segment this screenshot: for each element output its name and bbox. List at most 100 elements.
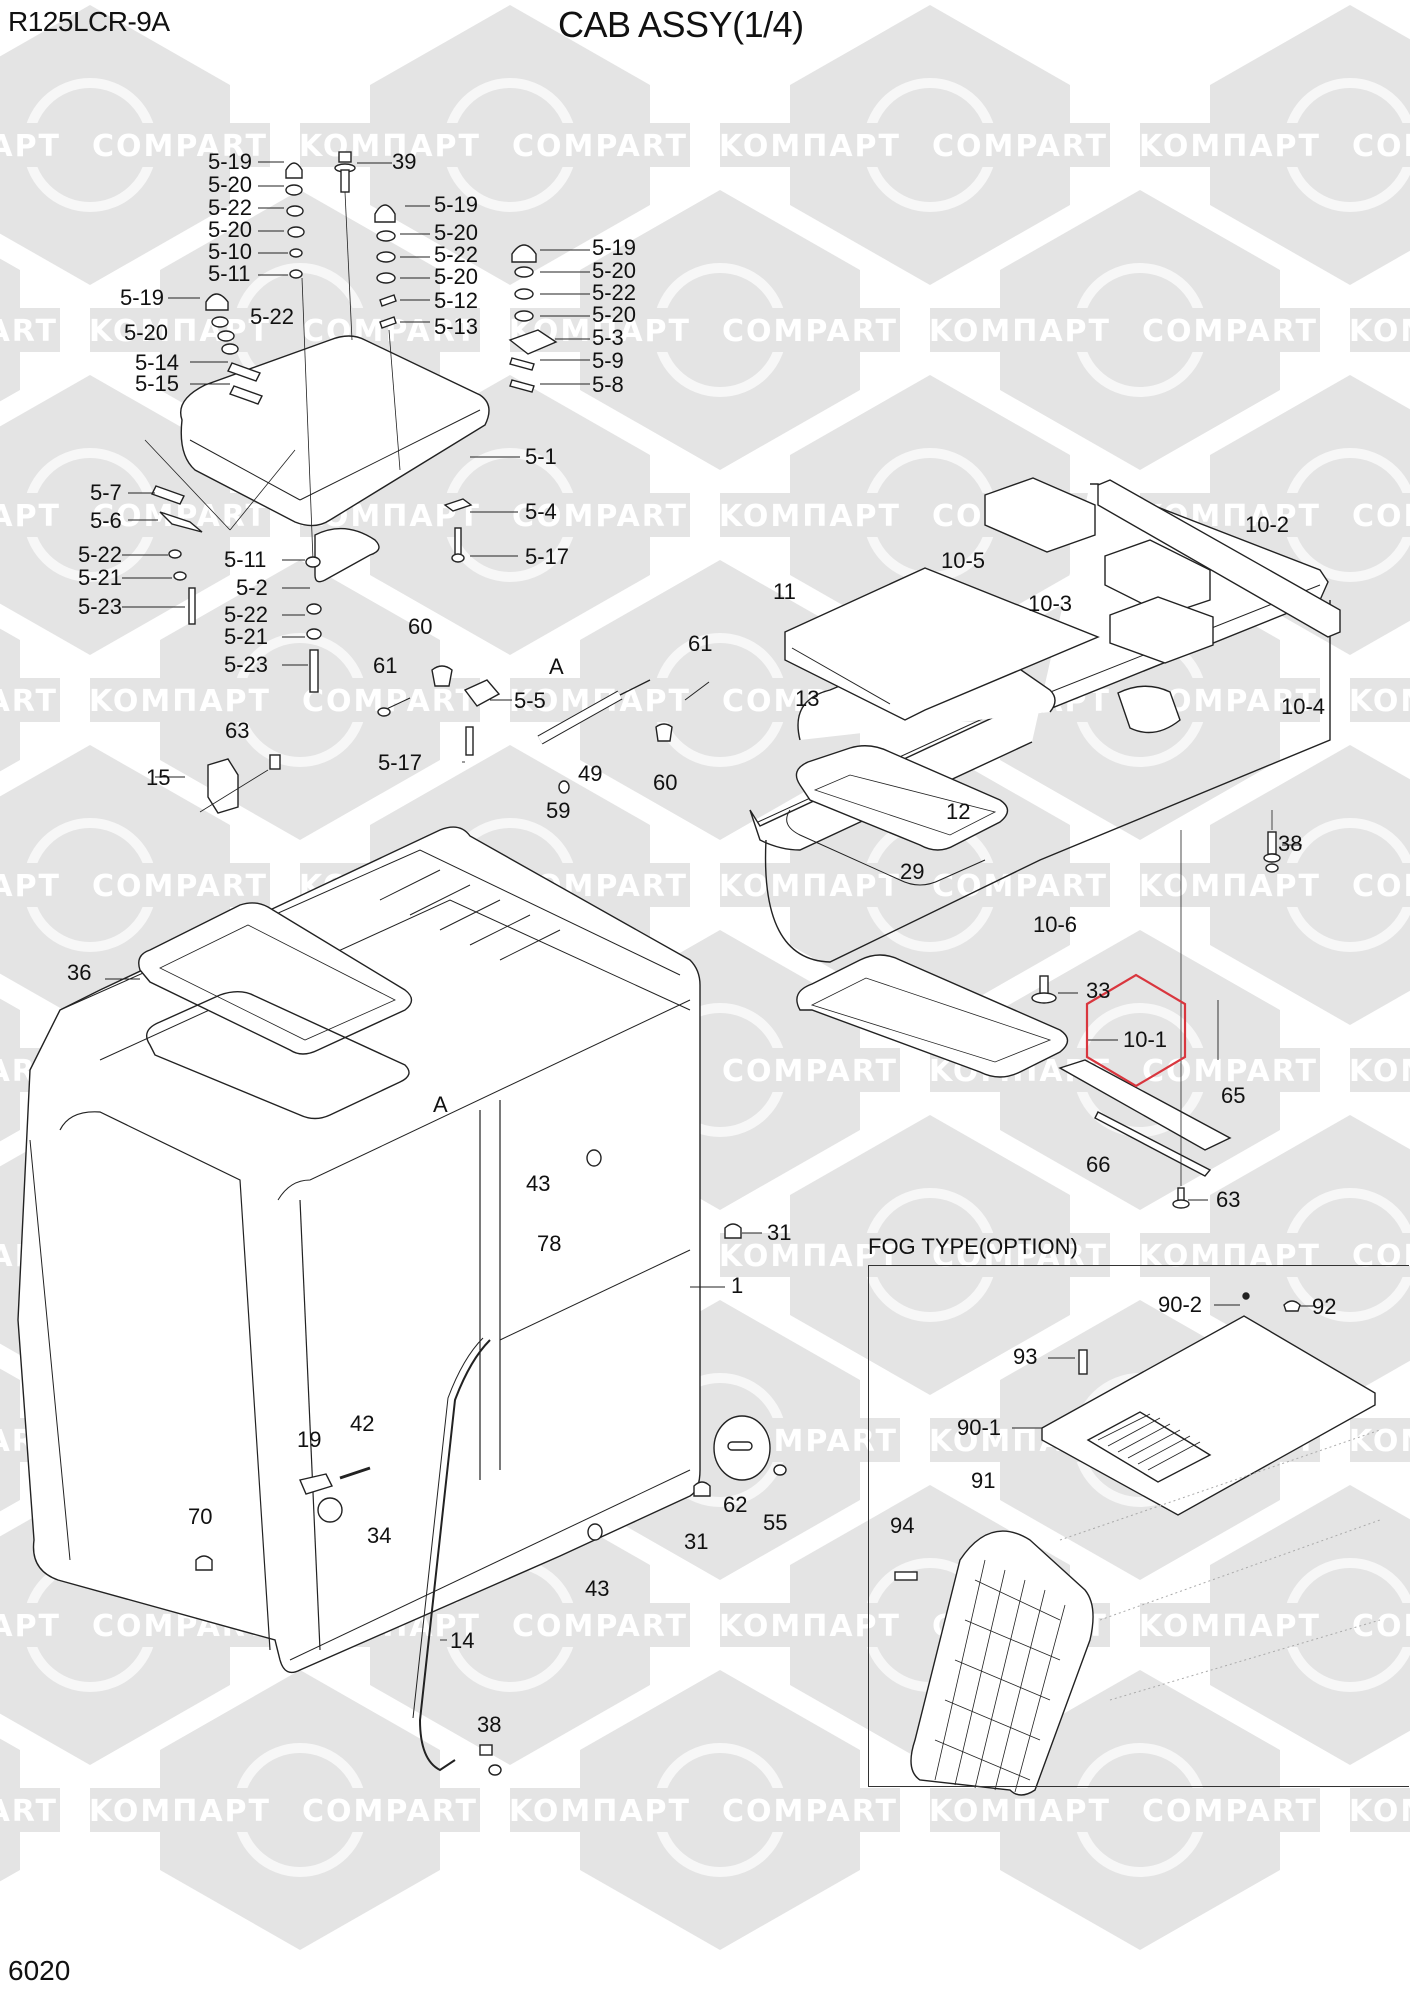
callout-31[interactable]: 31 <box>767 1220 792 1245</box>
callout-43[interactable]: 43 <box>585 1576 610 1601</box>
callout-5-2[interactable]: 5-2 <box>236 575 268 600</box>
callout-5-10[interactable]: 5-10 <box>208 239 253 264</box>
callout-92[interactable]: 92 <box>1312 1294 1337 1319</box>
callout-5-3[interactable]: 5-3 <box>592 325 624 350</box>
callout-5-22[interactable]: 5-22 <box>592 280 637 305</box>
callout-5-17[interactable]: 5-17 <box>378 750 423 775</box>
watermark-text: COMPART <box>1352 1239 1410 1274</box>
callout-34[interactable]: 34 <box>367 1523 392 1548</box>
callout-5-12[interactable]: 5-12 <box>434 288 479 313</box>
callout-90-1[interactable]: 90-1 <box>957 1415 1002 1440</box>
callout-39[interactable]: 39 <box>392 149 417 174</box>
callout-5-23[interactable]: 5-23 <box>224 652 269 677</box>
callout-5-15[interactable]: 5-15 <box>135 371 180 396</box>
callout-5-20[interactable]: 5-20 <box>208 172 253 197</box>
callout-10-4[interactable]: 10-4 <box>1281 694 1326 719</box>
callout-5-11[interactable]: 5-11 <box>208 261 251 286</box>
bracket-15 <box>199 754 281 814</box>
callout-5-14[interactable]: 5-14 <box>135 350 180 375</box>
callout-38[interactable]: 38 <box>1278 831 1303 856</box>
callout-78[interactable]: 78 <box>537 1231 562 1256</box>
callout-60[interactable]: 60 <box>408 614 433 639</box>
callout-5-21[interactable]: 5-21 <box>224 624 269 649</box>
callout-5-22[interactable]: 5-22 <box>250 304 295 329</box>
callout-5-20[interactable]: 5-20 <box>592 258 637 283</box>
callout-5-20[interactable]: 5-20 <box>434 264 479 289</box>
watermark-text: KOMПAPT <box>719 129 901 164</box>
callout-11[interactable]: 11 <box>773 579 796 604</box>
callout-61[interactable]: 61 <box>688 631 713 656</box>
callout-5-22[interactable]: 5-22 <box>434 242 479 267</box>
callout-A[interactable]: A <box>549 654 564 679</box>
callout-5-7[interactable]: 5-7 <box>90 480 122 505</box>
callout-10-5[interactable]: 10-5 <box>941 548 986 573</box>
callout-5-22[interactable]: 5-22 <box>208 195 253 220</box>
callout-60[interactable]: 60 <box>653 770 678 795</box>
callout-5-13[interactable]: 5-13 <box>434 314 479 339</box>
callout-5-1[interactable]: 5-1 <box>525 444 557 469</box>
callout-5-11[interactable]: 5-11 <box>224 547 267 572</box>
callout-A[interactable]: A <box>433 1092 448 1117</box>
callout-5-21[interactable]: 5-21 <box>78 565 123 590</box>
callout-5-8[interactable]: 5-8 <box>592 372 624 397</box>
callout-19[interactable]: 19 <box>297 1427 322 1452</box>
callout-70[interactable]: 70 <box>188 1504 213 1529</box>
callout-5-17[interactable]: 5-17 <box>525 544 570 569</box>
callout-5-20[interactable]: 5-20 <box>208 217 253 242</box>
callout-36[interactable]: 36 <box>67 960 92 985</box>
callout-90-2[interactable]: 90-2 <box>1158 1292 1203 1317</box>
callout-5-20[interactable]: 5-20 <box>124 320 169 345</box>
watermark-text: KOMПAPT <box>89 1794 271 1829</box>
callout-94[interactable]: 94 <box>890 1513 915 1538</box>
callout-5-23[interactable]: 5-23 <box>78 594 123 619</box>
callout-5-19[interactable]: 5-19 <box>208 149 253 174</box>
callout-5-19[interactable]: 5-19 <box>120 285 165 310</box>
callout-10-2[interactable]: 10-2 <box>1245 512 1290 537</box>
callout-5-22[interactable]: 5-22 <box>78 542 123 567</box>
callout-15[interactable]: 15 <box>146 765 171 790</box>
callout-5-9[interactable]: 5-9 <box>592 348 624 373</box>
callout-62[interactable]: 62 <box>723 1492 748 1517</box>
callout-10-3[interactable]: 10-3 <box>1028 591 1073 616</box>
callout-63[interactable]: 63 <box>1216 1187 1241 1212</box>
callout-93[interactable]: 93 <box>1013 1344 1038 1369</box>
callout-5-5[interactable]: 5-5 <box>514 688 546 713</box>
callout-66[interactable]: 66 <box>1086 1152 1111 1177</box>
callout-13[interactable]: 13 <box>795 686 820 711</box>
callout-42[interactable]: 42 <box>350 1411 375 1436</box>
callout-59[interactable]: 59 <box>546 798 571 823</box>
watermark-text: COMPART <box>932 129 1108 164</box>
callout-31[interactable]: 31 <box>684 1529 709 1554</box>
callout-55[interactable]: 55 <box>763 1510 788 1535</box>
watermark-text: COMPART <box>92 869 268 904</box>
callout-61[interactable]: 61 <box>373 653 398 678</box>
callout-5-20[interactable]: 5-20 <box>434 220 479 245</box>
callout-5-22[interactable]: 5-22 <box>224 602 269 627</box>
callout-29[interactable]: 29 <box>900 859 925 884</box>
callout-33[interactable]: 33 <box>1086 978 1111 1003</box>
callout-12[interactable]: 12 <box>946 799 971 824</box>
callout-14[interactable]: 14 <box>450 1628 475 1653</box>
callout-5-6[interactable]: 5-6 <box>90 508 122 533</box>
callout-10-1[interactable]: 10-1 <box>1123 1027 1168 1052</box>
callout-5-19[interactable]: 5-19 <box>434 192 479 217</box>
callout-10-6[interactable]: 10-6 <box>1033 912 1078 937</box>
callout-5-4[interactable]: 5-4 <box>525 499 557 524</box>
callout-43[interactable]: 43 <box>526 1171 551 1196</box>
callout-1[interactable]: 1 <box>731 1273 744 1298</box>
watermark-text: COMPART <box>1352 499 1410 534</box>
watermark-text: KOMПAPT <box>0 1609 61 1644</box>
callout-91[interactable]: 91 <box>971 1468 996 1493</box>
callout-5-19[interactable]: 5-19 <box>592 235 637 260</box>
watermark-text: COMPART <box>512 1609 688 1644</box>
callout-49[interactable]: 49 <box>578 761 603 786</box>
callout-38[interactable]: 38 <box>477 1712 502 1737</box>
callout-5-20[interactable]: 5-20 <box>592 302 637 327</box>
callout-63[interactable]: 63 <box>225 718 250 743</box>
callout-65[interactable]: 65 <box>1221 1083 1246 1108</box>
